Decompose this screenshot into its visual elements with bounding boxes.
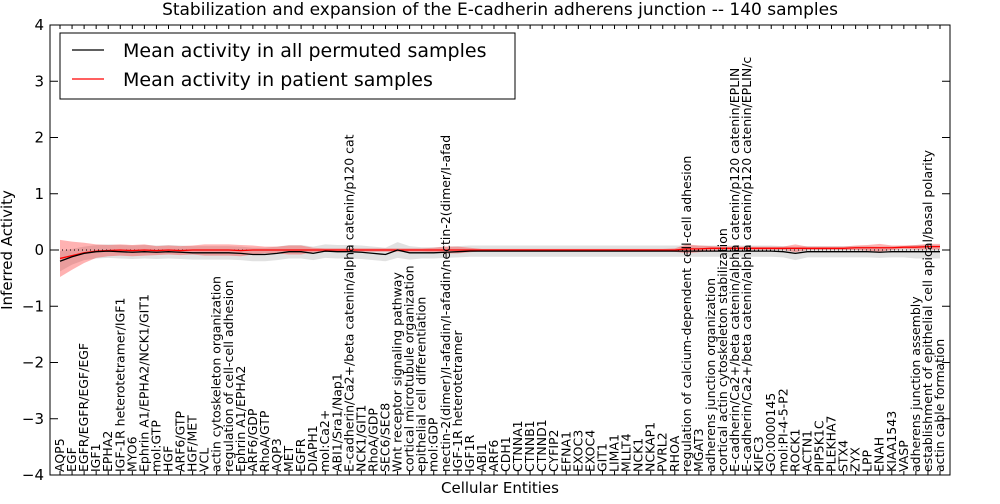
x-tick-label: GO:0000145	[763, 393, 778, 472]
legend: Mean activity in all permuted samples Me…	[59, 32, 516, 100]
x-tick-label: EGFR	[293, 438, 308, 472]
x-tick-label: E-cadherin/Ca2+/beta catenin/alpha caten…	[739, 57, 754, 472]
x-tick-label: cortical actin cytoskeleton stabilizatio…	[715, 228, 730, 472]
x-tick-label: ENAH	[872, 437, 887, 472]
x-tick-label: adherens junction organization	[703, 278, 718, 472]
x-tick-label: MET	[281, 445, 296, 472]
y-tick-label: 1	[34, 185, 44, 203]
x-tick-label: CTNNA1	[510, 420, 525, 472]
x-tick-label: nectin-2(dimer)/I-afadin/I-afadin/nectin…	[438, 135, 453, 472]
x-tick-label: epithelial cell differentiation	[414, 297, 429, 472]
y-tick-label: −2	[22, 354, 44, 372]
x-tick-label: ARF6/GDP	[245, 408, 260, 472]
x-axis-ticks: AQP5EGFEGFR/EGFR/EGF/EGFIGF1EPHA2IGF-1R …	[52, 25, 947, 475]
x-tick-label: Ephrin A1/EPHA2	[233, 366, 248, 472]
y-axis-ticks: −4 −3 −2 −1 0 1 2 3 4	[22, 16, 950, 484]
x-tick-label: VCL	[197, 448, 212, 472]
x-tick-label: AQP3	[269, 438, 284, 472]
y-tick-label: 4	[34, 16, 44, 34]
y-tick-label: −3	[22, 410, 44, 428]
x-tick-label: PLEKHA7	[824, 415, 839, 472]
x-tick-label: EGFR/EGFR/EGF/EGF	[76, 343, 91, 472]
x-tick-label: PVRL2	[655, 432, 670, 472]
x-tick-label: GIT1	[594, 443, 609, 472]
x-tick-label: adherens junction assembly	[908, 296, 923, 472]
y-tick-label: 2	[34, 129, 44, 147]
x-tick-label: ACTN1	[799, 430, 814, 472]
x-tick-label: RhoA/GDP	[365, 408, 380, 472]
x-tick-label: ROCK1	[787, 429, 802, 472]
x-tick-label: VASP	[896, 440, 911, 472]
x-tick-label: SEC6/SEC8	[377, 403, 392, 472]
x-tick-label: mol:GDP	[426, 417, 441, 472]
chart-title: Stabilization and expansion of the E-cad…	[162, 0, 838, 20]
x-tick-label: AQP5	[52, 438, 67, 472]
line-patient	[59, 245, 940, 260]
x-tick-label: EXOC3	[570, 430, 585, 472]
y-tick-label: 0	[34, 241, 44, 259]
x-tick-label: MYO6	[124, 436, 139, 472]
line-permuted	[59, 249, 940, 262]
y-tick-label: 3	[34, 72, 44, 90]
x-tick-label: ABI1/Sra1/Nap1	[329, 373, 344, 472]
x-tick-label: regulation of cell-cell adhesion	[221, 280, 236, 472]
x-tick-label: MGAT3	[691, 428, 706, 472]
x-tick-label: Wnt receptor signaling pathway	[390, 272, 405, 472]
series-lines	[59, 245, 940, 262]
y-tick-label: −1	[22, 297, 44, 315]
x-tick-label: IGF-1R heterotetramer	[450, 329, 465, 472]
x-tick-label: E-cadherin/Ca2+/beta catenin/alpha caten…	[727, 68, 742, 472]
x-tick-label: regulation of calcium-dependent cell-cel…	[679, 156, 694, 472]
y-tick-label: −4	[22, 466, 44, 484]
x-tick-label: MLLT4	[619, 433, 634, 472]
x-tick-label: EGF	[64, 447, 79, 472]
x-tick-label: cortical microtubule organization	[402, 265, 417, 472]
x-tick-label: HGF	[160, 446, 175, 472]
x-tick-label: PIP5K1C	[811, 420, 826, 472]
x-tick-label: EXOC4	[582, 430, 597, 472]
x-tick-label: actin cytoskeleton organization	[209, 276, 224, 472]
x-tick-label: E-cadherin/Ca2+/beta catenin/alpha caten…	[341, 134, 356, 472]
x-tick-label: CDH1	[498, 436, 513, 472]
legend-label-permuted: Mean activity in all permuted samples	[123, 40, 486, 62]
confidence-bands	[60, 239, 940, 277]
x-tick-label: NCK1	[631, 438, 646, 472]
x-tick-label: HGF/MET	[185, 415, 200, 472]
x-tick-label: LPP	[860, 449, 875, 472]
x-tick-label: NCK1/GIT1	[353, 405, 368, 472]
x-tick-label: RhoA/GTP	[257, 410, 272, 472]
legend-box	[59, 32, 516, 100]
x-tick-label: IGF1	[88, 443, 103, 472]
x-tick-label: mol:PI-4-5-P2	[775, 388, 790, 472]
x-tick-label: IGF-1R heterotetramer/IGF1	[112, 298, 127, 472]
x-tick-label: KIFC3	[751, 436, 766, 472]
x-tick-label: mol:GTP	[148, 420, 163, 472]
x-tick-label: LIMA1	[607, 434, 622, 472]
x-axis-label: Cellular Entities	[441, 479, 559, 497]
x-tick-label: Ephrin A1/EPHA2/NCK1/GIT1	[136, 294, 151, 472]
x-tick-label: mol:Ca2+	[317, 410, 332, 472]
x-tick-label: CTNNB1	[522, 420, 537, 472]
x-tick-label: ARF6	[486, 440, 501, 472]
band-patient	[60, 239, 940, 277]
x-tick-label: NCKAP1	[643, 422, 658, 472]
x-tick-label: DIAPH1	[305, 425, 320, 472]
x-tick-label: RHOA	[667, 435, 682, 472]
x-tick-label: ARF6/GTP	[173, 411, 188, 472]
plot-frame	[49, 24, 951, 476]
y-axis-label: Inferred Activity	[0, 190, 16, 310]
x-tick-label: ZYX	[848, 447, 863, 472]
x-tick-label: actin cable formation	[932, 339, 947, 472]
x-tick-label: STX4	[836, 440, 851, 472]
x-tick-label: CTNND1	[534, 419, 549, 472]
x-tick-label: KIAA1543	[884, 411, 899, 472]
x-tick-label: EFNA1	[558, 431, 573, 472]
x-tick-label: CYFIP2	[546, 429, 561, 472]
x-tick-label: establishment of epithelial cell apical/…	[920, 149, 935, 472]
x-tick-label: EPHA2	[100, 431, 115, 472]
legend-label-patient: Mean activity in patient samples	[123, 69, 433, 91]
x-tick-label: ABI1	[474, 443, 489, 472]
x-tick-label: IGF1R	[462, 434, 477, 472]
